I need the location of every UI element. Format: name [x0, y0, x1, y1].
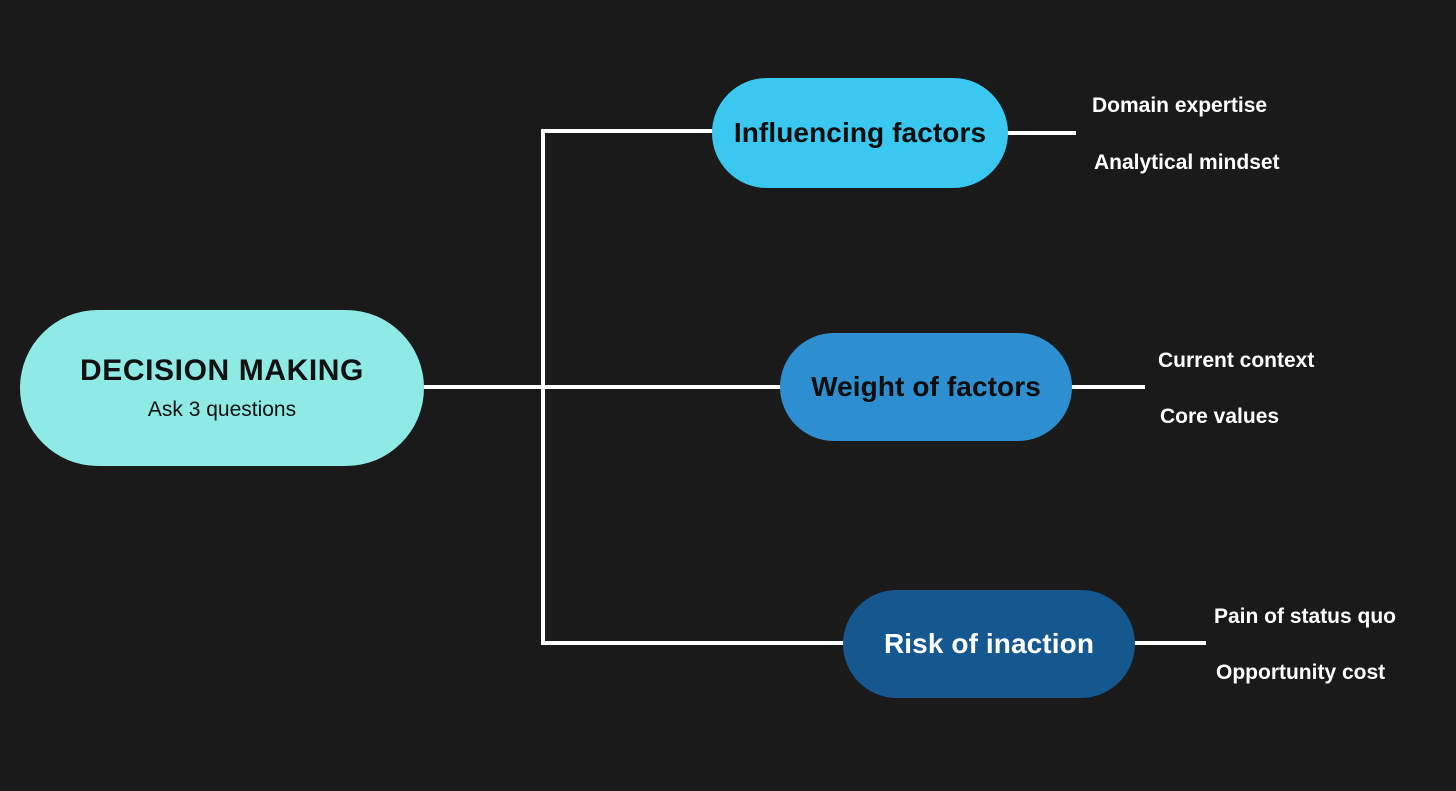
connector-trunk-branch-1 — [541, 129, 716, 133]
connector-branch-1-leaves — [1006, 131, 1076, 135]
node-decision-making-title: DECISION MAKING — [79, 354, 364, 388]
node-risk-of-inaction[interactable]: Risk of inaction — [843, 590, 1135, 698]
connector-trunk-branch-2 — [541, 385, 784, 389]
connector-branch-3-leaves — [1133, 641, 1206, 645]
node-decision-making[interactable]: DECISION MAKING Ask 3 questions — [20, 310, 424, 466]
leaf-core-values: Core values — [1160, 405, 1280, 428]
leaf-pain-of-status-quo: Pain of status quo — [1214, 605, 1397, 628]
node-risk-of-inaction-title: Risk of inaction — [883, 628, 1095, 660]
leaf-opportunity-cost: Opportunity cost — [1216, 661, 1386, 684]
connector-root-trunk — [424, 385, 544, 389]
connector-trunk-branch-3 — [541, 641, 847, 645]
leaf-analytical-mindset: Analytical mindset — [1094, 151, 1280, 174]
node-decision-making-subtitle: Ask 3 questions — [147, 397, 297, 421]
leaf-current-context: Current context — [1158, 349, 1315, 372]
node-weight-of-factors-title: Weight of factors — [811, 371, 1041, 403]
connector-branch-2-leaves — [1070, 385, 1145, 389]
node-influencing-factors-title: Influencing factors — [733, 117, 987, 149]
node-weight-of-factors[interactable]: Weight of factors — [780, 333, 1072, 441]
node-influencing-factors[interactable]: Influencing factors — [712, 78, 1008, 188]
leaf-domain-expertise: Domain expertise — [1092, 94, 1268, 117]
